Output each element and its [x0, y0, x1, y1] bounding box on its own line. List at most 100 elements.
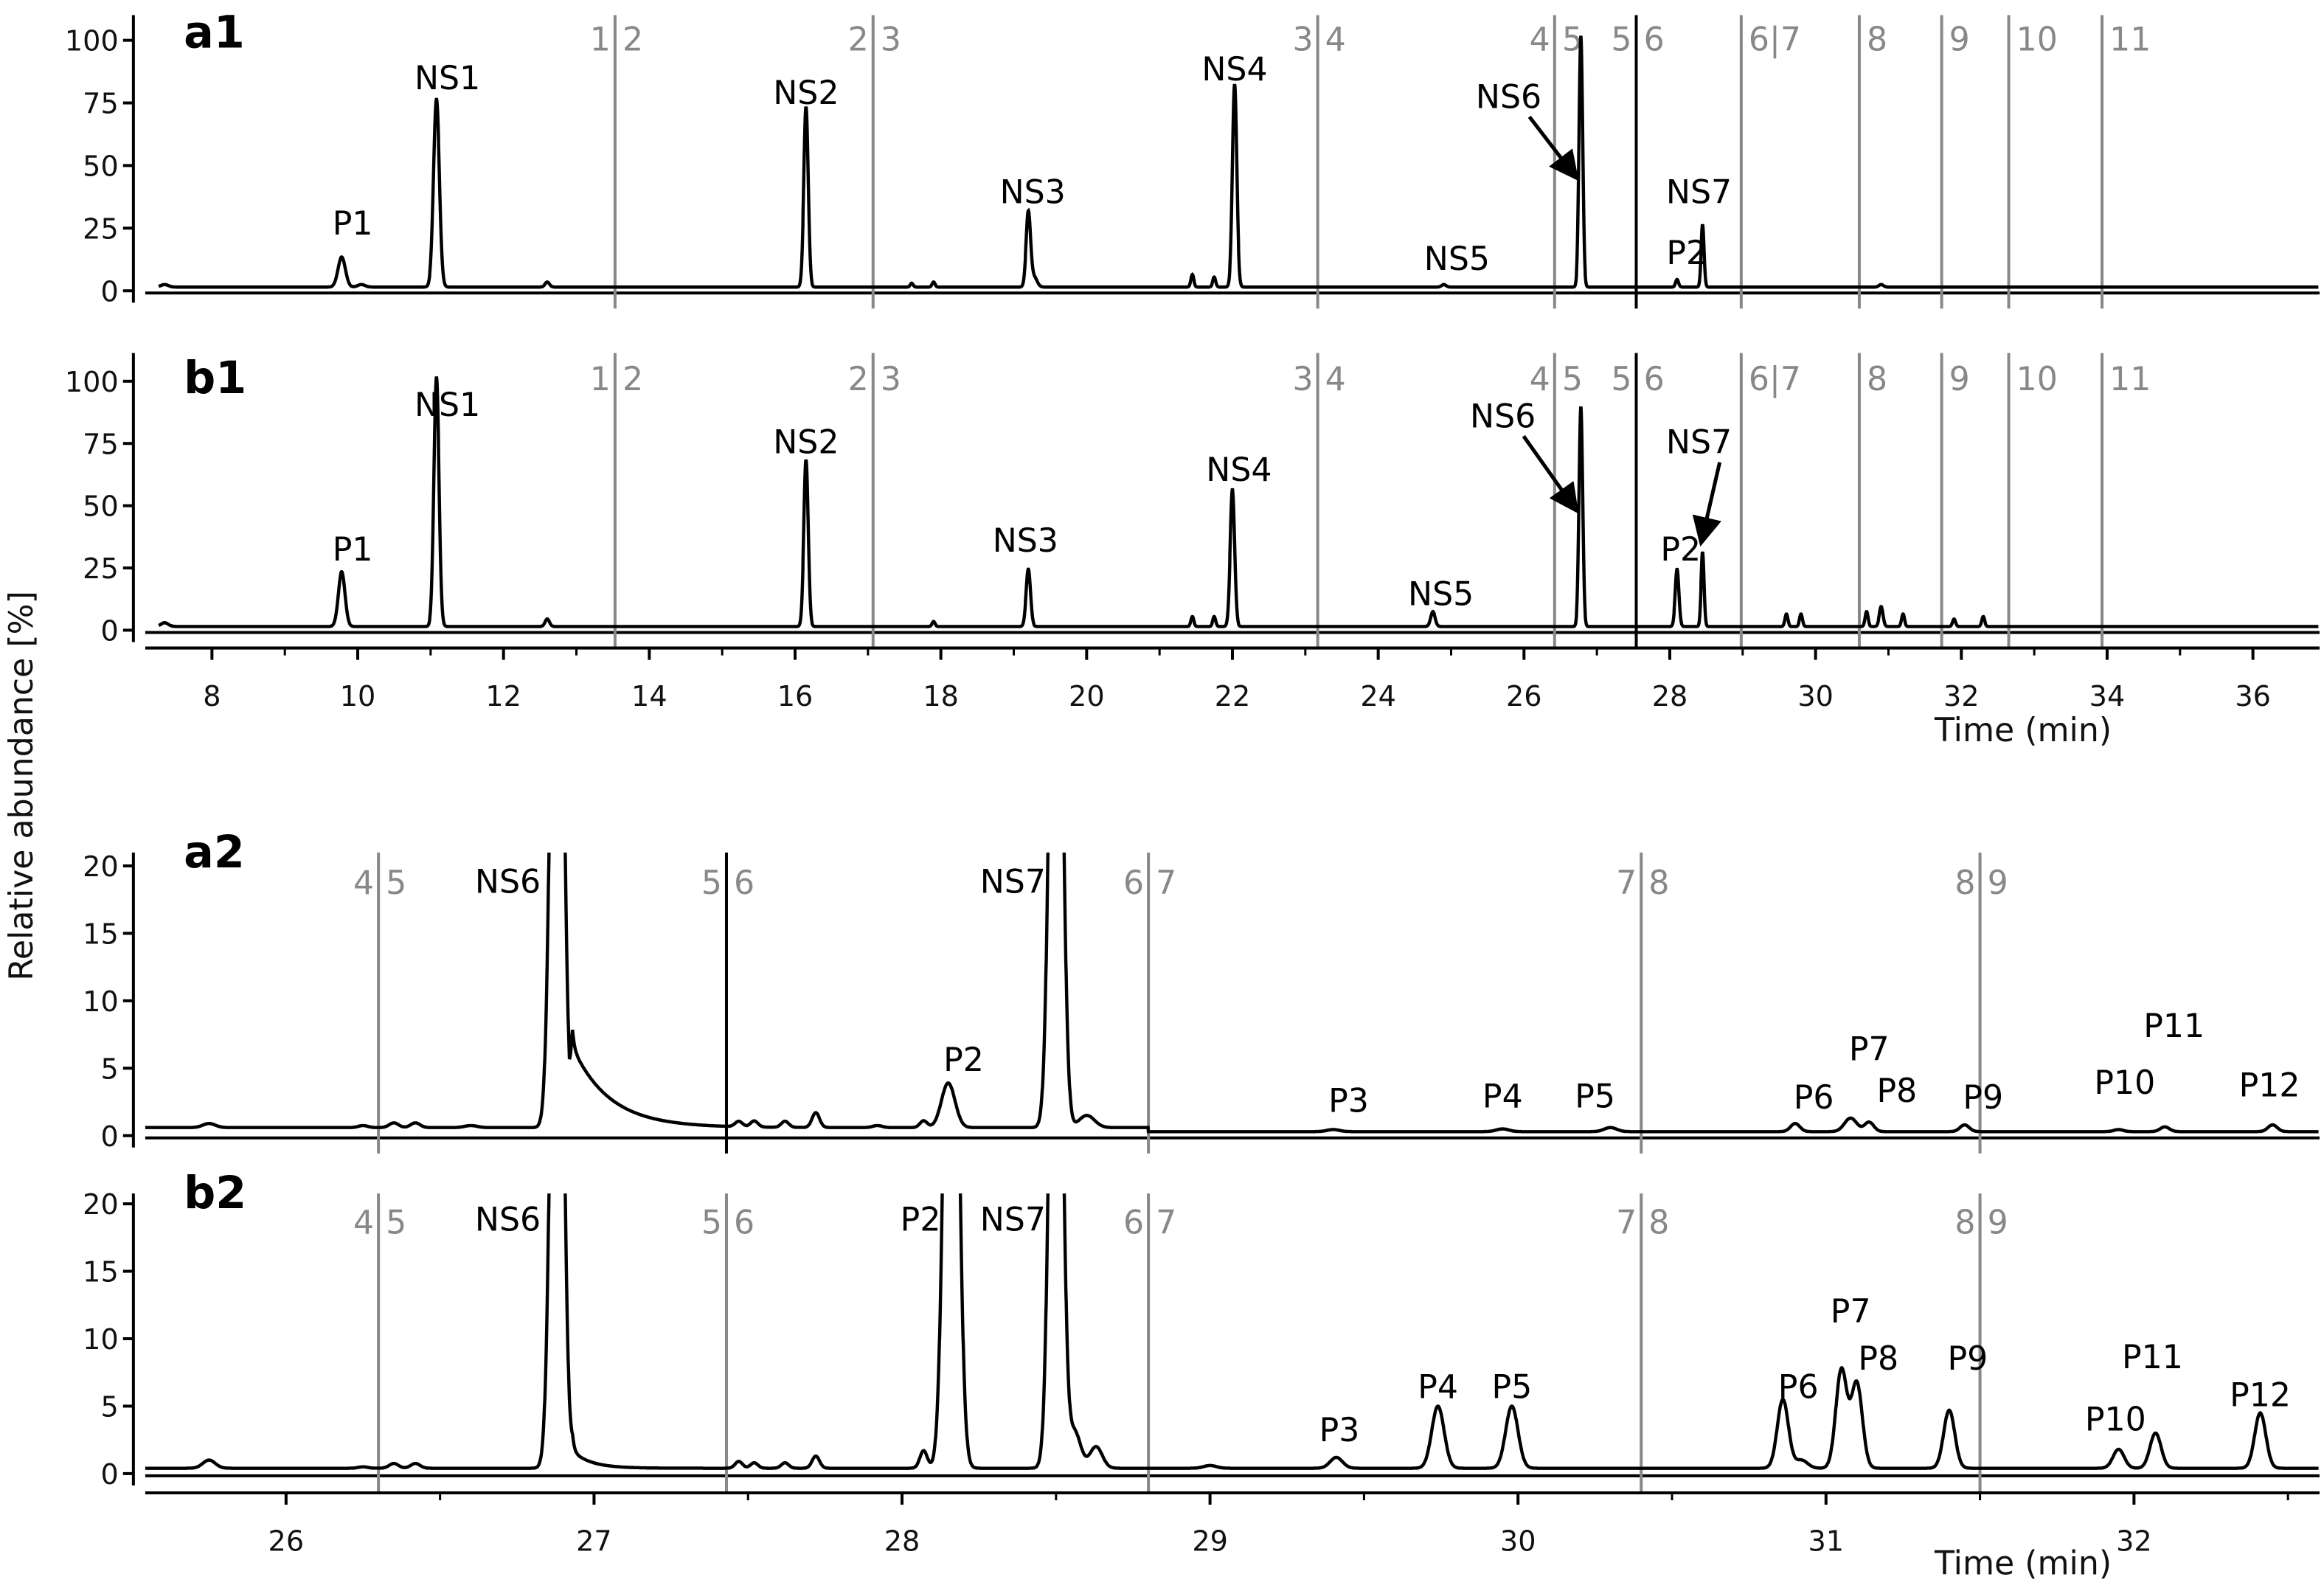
boundary-label-right: 9 — [1988, 1204, 2008, 1241]
boundary-label-right: 4 — [1325, 21, 1346, 59]
peak-label-p12: P12 — [2230, 1376, 2291, 1414]
y-tick-label: 0 — [100, 1121, 118, 1154]
peak-label-ns2: NS2 — [773, 74, 839, 112]
arrow-icon — [1522, 434, 1579, 514]
boundary-label-left: 4 — [1530, 21, 1550, 59]
peak-label-p10: P10 — [2085, 1401, 2146, 1438]
peak-label-ns5: NS5 — [1424, 240, 1490, 278]
peak-apex — [950, 1192, 953, 1195]
x-axis-label: Time (min) — [1934, 1545, 2112, 1583]
boundary-label-right: 8 — [1648, 864, 1669, 902]
boundary-label-right: 8 — [1648, 1204, 1669, 1241]
boundary-label-right: 6|7 — [1749, 21, 1801, 59]
peak-apex — [1794, 1118, 1797, 1121]
y-tick-label: 25 — [83, 553, 119, 586]
boundary-label-left: 2 — [848, 21, 869, 59]
boundary-label-right: 8 — [1867, 21, 1887, 59]
peak-label-p3: P3 — [1319, 1412, 1360, 1449]
boundary-label-right: 4 — [1325, 361, 1346, 398]
x-tick-label: 20 — [1069, 681, 1105, 713]
peak-label-ns7: NS7 — [980, 1202, 1046, 1239]
chromatogram-trace — [158, 35, 2319, 289]
x-tick-label: 30 — [1797, 681, 1834, 713]
y-axis-label: Relative abundance [%] — [3, 591, 41, 981]
peak-apex — [1055, 851, 1058, 854]
boundary-label-right: 3 — [881, 21, 901, 59]
y-tick-label: 0 — [100, 616, 118, 648]
peak-label-p9: P9 — [1963, 1079, 2003, 1117]
y-tick-label: 20 — [83, 1189, 119, 1221]
peak-label-ns4: NS4 — [1201, 51, 1267, 89]
peak-apex — [555, 1192, 558, 1195]
peak-apex — [1849, 1112, 1852, 1115]
x-tick-label: 30 — [1500, 1525, 1536, 1558]
peak-label-p5: P5 — [1575, 1078, 1615, 1115]
x-tick-label: 32 — [2116, 1525, 2152, 1558]
boundary-label-right: 9 — [1988, 864, 2008, 902]
peak-label-ns6: NS6 — [1470, 398, 1536, 435]
peak-label-p8: P8 — [1858, 1340, 1898, 1378]
peak-label-ns3: NS3 — [993, 522, 1058, 560]
x-tick-label: 22 — [1215, 681, 1251, 713]
peak-label-p1: P1 — [333, 531, 373, 569]
boundary-label-left: 8 — [1954, 1204, 1975, 1241]
panel-letter: a1 — [184, 7, 245, 59]
boundary-label-left: 6 — [1123, 1204, 1144, 1241]
y-tick-label: 100 — [65, 26, 119, 58]
y-tick-label: 0 — [100, 1459, 118, 1491]
chromatogram-trace — [158, 376, 2319, 628]
peak-label-p9: P9 — [1947, 1340, 1988, 1378]
peak-label-p2: P2 — [1660, 531, 1701, 569]
y-tick-label: 100 — [65, 367, 119, 399]
boundary-label-left: 1 — [590, 21, 611, 59]
peak-label-p6: P6 — [1794, 1079, 1834, 1117]
boundary-label-right: 5 — [386, 1204, 406, 1241]
x-tick-label: 18 — [923, 681, 959, 713]
peak-label-p7: P7 — [1849, 1030, 1890, 1068]
peak-apex — [2163, 1121, 2166, 1124]
x-axis-label: Time (min) — [1934, 712, 2112, 749]
boundary-label-left: 5 — [701, 1204, 722, 1241]
y-tick-label: 10 — [83, 986, 119, 1019]
panel-letter: b1 — [184, 353, 246, 404]
boundary-label-left: 5 — [701, 864, 722, 902]
boundary-label-left: 7 — [1616, 864, 1637, 902]
boundary-label-right: 11 — [2109, 361, 2151, 398]
boundary-label-right: 7 — [1156, 864, 1176, 902]
boundary-label-right: 6 — [734, 1204, 755, 1241]
arrow-icon — [1692, 462, 1722, 547]
peak-label-p7: P7 — [1831, 1293, 1871, 1331]
peak-apex — [1055, 1192, 1058, 1195]
x-tick-label: 32 — [1943, 681, 1980, 713]
x-tick-label: 10 — [340, 681, 376, 713]
peak-apex — [1609, 1122, 1612, 1125]
chromatogram-trace — [145, 852, 2319, 1134]
arrow-icon — [1527, 115, 1579, 181]
chromatogram-trace — [145, 1193, 2319, 1470]
peak-label-p11: P11 — [2143, 1008, 2205, 1045]
y-tick-label: 50 — [83, 151, 119, 184]
peak-label-ns3: NS3 — [1000, 173, 1066, 211]
peak-label-p1: P1 — [333, 205, 373, 243]
peak-label-ns7: NS7 — [980, 864, 1046, 901]
peak-label-p3: P3 — [1328, 1083, 1369, 1120]
boundary-label-right: 6 — [734, 864, 755, 902]
peak-apex — [2117, 1124, 2120, 1127]
boundary-label-left: 4 — [353, 864, 374, 902]
y-tick-label: 75 — [83, 429, 119, 461]
peak-label-p2: P2 — [901, 1202, 941, 1239]
x-tick-label: 8 — [203, 681, 221, 713]
peak-label-ns2: NS2 — [773, 424, 839, 462]
peak-label-ns6: NS6 — [475, 864, 541, 901]
peak-apex — [555, 851, 558, 854]
boundary-label-right: 10 — [2016, 361, 2058, 398]
x-tick-label: 27 — [576, 1525, 612, 1558]
y-tick-label: 5 — [100, 1053, 118, 1086]
x-tick-label: 29 — [1192, 1525, 1228, 1558]
peak-label-p8: P8 — [1876, 1072, 1917, 1110]
y-tick-label: 5 — [100, 1392, 118, 1424]
